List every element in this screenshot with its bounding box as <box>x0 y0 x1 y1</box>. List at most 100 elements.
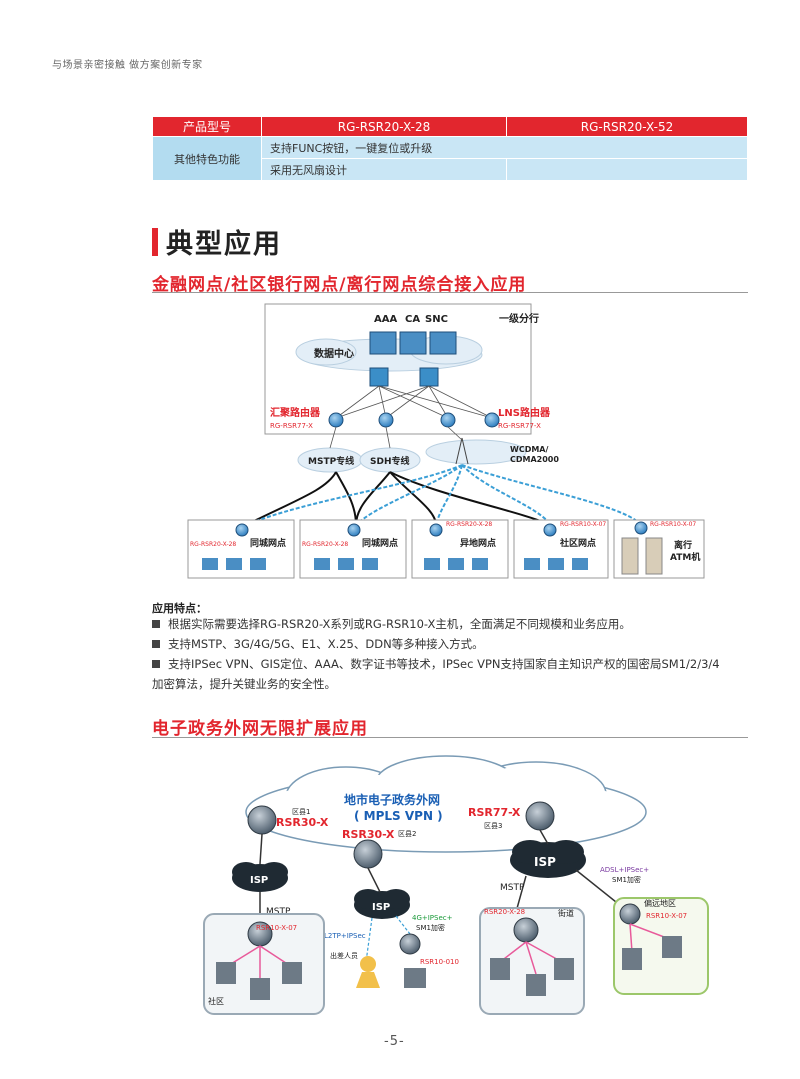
pc-icon <box>662 936 682 958</box>
server-ca-label: CA <box>405 314 420 325</box>
branch-name: 社区网点 <box>559 537 596 549</box>
egov-network-diagram: 地市电子政务外网 ( MPLS VPN ) 区县1 RSR30-X RSR30-… <box>203 755 709 1015</box>
finance-network-diagram: 一级分行 AAA CA SNC 数据中心 汇聚路由器 RG-RSR77-X LN… <box>187 303 705 579</box>
server-snc-label: SNC <box>425 314 448 325</box>
zone1-router-icon <box>247 805 277 835</box>
staff-model: RSR10-010 <box>420 958 459 966</box>
isp-label-3: ISP <box>534 855 556 869</box>
server-aaa-label: AAA <box>374 314 397 325</box>
4g-label-2: SM1加密 <box>416 923 445 932</box>
branch-box-1: RG-RSR20-X-28 同城网点 <box>187 519 295 579</box>
pc-icon <box>554 958 574 980</box>
pc-icon <box>362 558 378 570</box>
agg-router-icon <box>378 412 394 428</box>
pc-icon <box>282 962 302 984</box>
app1-title: 金融网点/社区银行网点/离行网点综合接入应用 <box>152 275 527 295</box>
4g-label: 4G+IPSec+ <box>412 914 453 922</box>
datacenter-label: 数据中心 <box>314 347 354 360</box>
spec-head-model: 产品型号 <box>152 116 262 137</box>
branch-model: RG-RSR10-X-07 <box>650 521 696 528</box>
zone3-router-icon <box>525 801 555 831</box>
server-icon <box>369 331 397 355</box>
community-model: RSR10-X-07 <box>256 924 297 932</box>
traveller-icon <box>360 956 376 972</box>
pc-icon <box>226 558 242 570</box>
isp-cloud-3 <box>510 840 586 878</box>
remote-label: 偏远地区 <box>644 898 676 908</box>
branch-model: RG-RSR20-X-28 <box>446 521 492 528</box>
zone3-model: RSR77-X <box>468 806 521 819</box>
spec-row-2-blank <box>506 158 748 181</box>
branch-name: 同城网点 <box>250 537 286 549</box>
pc-icon <box>622 948 642 970</box>
section-title: 典型应用 <box>166 229 282 260</box>
spec-head-col1: RG-RSR20-X-28 <box>261 116 507 137</box>
adsl-label-2: SM1加密 <box>612 875 641 884</box>
agg-router-model: RG-RSR77-X <box>270 422 313 430</box>
server-icon <box>429 331 457 355</box>
street-model: RSR20-X-28 <box>484 908 525 916</box>
mstp-label: MSTP专线 <box>308 455 354 467</box>
agg-router-label: 汇聚路由器 <box>270 406 321 419</box>
wireless-label-2: CDMA2000 <box>510 455 559 464</box>
agg-router-icon <box>328 412 344 428</box>
pc-icon <box>338 558 354 570</box>
lns-router-model: RG-RSR77-X <box>498 422 541 430</box>
branch-box-2: RG-RSR20-X-28 同城网点 <box>299 519 407 579</box>
mstp-label-left: MSTP <box>266 907 291 917</box>
pc-icon <box>526 974 546 996</box>
street-router-icon <box>513 917 539 943</box>
core-switch-icon <box>369 367 389 387</box>
zone3-label: 区县3 <box>484 822 502 830</box>
branch-name: 异地网点 <box>460 537 496 549</box>
branch-router-icon <box>634 521 648 535</box>
pc-icon <box>216 962 236 984</box>
pc-icon <box>424 558 440 570</box>
spec-table-header: 产品型号 RG-RSR20-X-28 RG-RSR20-X-52 <box>152 116 748 137</box>
branch-box-5: RG-RSR10-X-07 离行 ATM机 <box>613 519 705 579</box>
pc-icon <box>448 558 464 570</box>
staff-router-icon <box>399 933 421 955</box>
adsl-label: ADSL+IPSec+ <box>600 866 649 874</box>
cloud-title: 地市电子政务外网 <box>344 792 440 807</box>
wireless-label-1: WCDMA/ <box>510 445 548 454</box>
spec-row-2: 采用无风扇设计 <box>261 158 507 181</box>
street-label: 街道 <box>558 908 574 918</box>
branch-name: 离行 <box>674 539 692 551</box>
lns-router-icon <box>484 412 500 428</box>
app2-title: 电子政务外网无限扩展应用 <box>152 719 368 739</box>
app1-rule <box>152 292 748 293</box>
lns-router-icon <box>440 412 456 428</box>
pc-icon <box>524 558 540 570</box>
pc-icon <box>202 558 218 570</box>
branch-name-2: ATM机 <box>670 551 700 563</box>
page-number: -5- <box>384 1034 405 1049</box>
cloud-subtitle: ( MPLS VPN ) <box>354 809 443 823</box>
isp-cloud-1 <box>232 862 288 892</box>
feature-item-1: 根据实际需要选择RG-RSR20-X系列或RG-RSR10-X主机，全面满足不同… <box>152 614 752 634</box>
atm-icon <box>645 537 663 575</box>
community-label: 社区 <box>208 996 224 1006</box>
pc-icon <box>250 558 266 570</box>
spec-row-label: 其他特色功能 <box>152 136 262 181</box>
spec-table: 产品型号 RG-RSR20-X-28 RG-RSR20-X-52 其他特色功能 … <box>152 116 748 181</box>
feature-item-3: 支持IPSec VPN、GIS定位、AAA、数字证书等技术，IPSec VPN支… <box>152 654 752 674</box>
isp-cloud-2 <box>354 889 410 919</box>
branch-box-3: RG-RSR20-X-28 异地网点 <box>411 519 509 579</box>
staff-label: 出差人员 <box>330 951 358 960</box>
branch-model: RG-RSR20-X-28 <box>190 541 236 548</box>
community-box <box>203 913 325 1015</box>
branch-name: 同城网点 <box>362 537 398 549</box>
zone2-label: 区县2 <box>398 830 416 838</box>
header-tagline: 与场景亲密接触 做方案创新专家 <box>52 60 203 71</box>
isp-label-2: ISP <box>372 902 390 913</box>
zone1-model: RSR30-X <box>276 816 329 829</box>
feature-item-3-cont: 加密算法，提升关键业务的安全性。 <box>152 677 336 691</box>
spec-head-col2: RG-RSR20-X-52 <box>506 116 748 137</box>
lns-router-label: LNS路由器 <box>498 406 551 419</box>
zone2-router-icon <box>353 839 383 869</box>
branch-model: RG-RSR20-X-28 <box>302 541 348 548</box>
core-switch-icon <box>419 367 439 387</box>
hq-tier-label: 一级分行 <box>499 312 539 325</box>
remote-model: RSR10-X-07 <box>646 912 687 920</box>
